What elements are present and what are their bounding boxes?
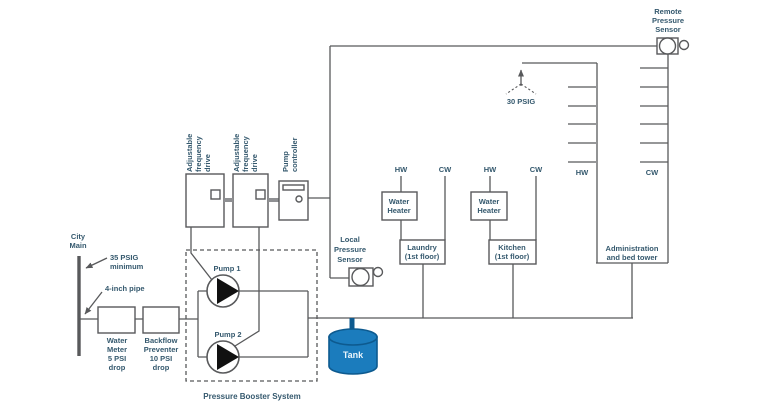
kitchen-water-heater-label: Heater [477,206,500,215]
setpoint-leader [505,69,537,95]
local-sensor-label: Sensor [337,255,363,264]
local-sensor-knob [372,266,384,278]
water-meter-box [97,306,136,334]
pump1 [206,274,240,308]
admin-label: Administration [606,244,659,253]
remote-sensor-label: Remote [654,7,682,16]
local-sensor-label: Local [340,235,360,244]
booster-caption: Pressure Booster System [203,392,300,401]
afd2-label: Adjustable [232,134,241,172]
afd1-pump1-wire [190,227,213,281]
setpoint-dash-left [505,83,522,95]
laundry-hw-label: HW [395,165,408,174]
city-main-label: Main [69,241,87,250]
remote-sensor-knob [678,39,690,51]
backflow-label: drop [153,363,170,372]
drive-lineup [185,173,309,228]
city-main-label: City [71,232,86,241]
local-sensor-label: Pressure [334,245,366,254]
afd2-label: drive [250,154,259,172]
pump1-label: Pump 1 [213,264,240,273]
booster-system-boundary [185,249,318,382]
kitchen-label: (1st floor) [495,252,530,261]
water-meter-label: drop [109,363,126,372]
backflow-preventer-box [142,306,180,334]
kitchen-label: Kitchen [498,243,526,252]
remote-sensor-label: Pressure [652,16,684,25]
piping-network [80,45,669,358]
afd1-box [185,173,225,228]
backflow-label: 10 PSI [150,354,173,363]
backflow-label: Backflow [145,336,178,345]
local-sensor-dial [351,267,370,287]
pump2 [206,340,240,374]
hw-floor-ticks [568,86,596,163]
admin-cw-label: CW [646,168,659,177]
laundry-water-heater-label: Water [389,197,410,206]
setpoint-dash-right [520,83,537,95]
labels: Remote Pressure Sensor 30 PSIG HW CW HW … [69,7,684,401]
afd2-pump2-wire [234,227,260,347]
tank-body [328,336,378,375]
remote-pressure-sensor-icon [656,37,690,55]
water-meter-label: 5 PSI [108,354,126,363]
cw-floor-ticks [640,67,668,163]
afd1-label: frequency [194,135,203,172]
water-meter-label: Meter [107,345,127,354]
pump2-impeller-icon [217,344,239,370]
laundry-box [399,239,446,265]
afd2-port [255,189,266,200]
tank-label: Tank [343,350,364,360]
psig-min-leader-arrow [85,257,108,269]
afd1-label: Adjustable [185,134,194,172]
laundry-water-heater-label: Heater [387,206,410,215]
pipe-size-label: 4-inch pipe [105,284,145,293]
controller-knob [295,195,303,203]
kitchen-hw-label: HW [484,165,497,174]
pump-controller-label: Pump [281,151,290,172]
afd2-label: frequency [241,135,250,172]
tank: Tank [328,318,378,375]
controller-display-slot [282,184,305,191]
afd1-label: drive [203,154,212,172]
afd1-port [210,189,221,200]
afd2-box [232,173,269,228]
local-pressure-sensor-icon [348,266,384,287]
laundry-water-heater-box [381,191,418,221]
pump-controller-label: controller [290,137,299,172]
tank-top [328,328,378,346]
psig-min-label: 35 PSIG [110,253,139,262]
pipe-size-leader-arrow [84,291,103,315]
pump2-label: Pump 2 [214,330,241,339]
remote-sensor-dial [658,37,677,55]
kitchen-box [488,239,537,265]
admin-label: and bed tower [607,253,658,262]
remote-sensor-label: Sensor [655,25,681,34]
psig-min-label: minimum [110,262,144,271]
kitchen-cw-label: CW [530,165,543,174]
laundry-label: Laundry [407,243,437,252]
kitchen-water-heater-box [470,191,508,221]
admin-hw-label: HW [576,168,589,177]
water-meter-label: Water [107,336,128,345]
pump1-impeller-icon [217,278,239,304]
setpoint-label: 30 PSIG [507,97,536,106]
laundry-cw-label: CW [439,165,452,174]
laundry-label: (1st floor) [405,252,440,261]
backflow-label: Preventer [144,345,179,354]
kitchen-water-heater-label: Water [479,197,500,206]
